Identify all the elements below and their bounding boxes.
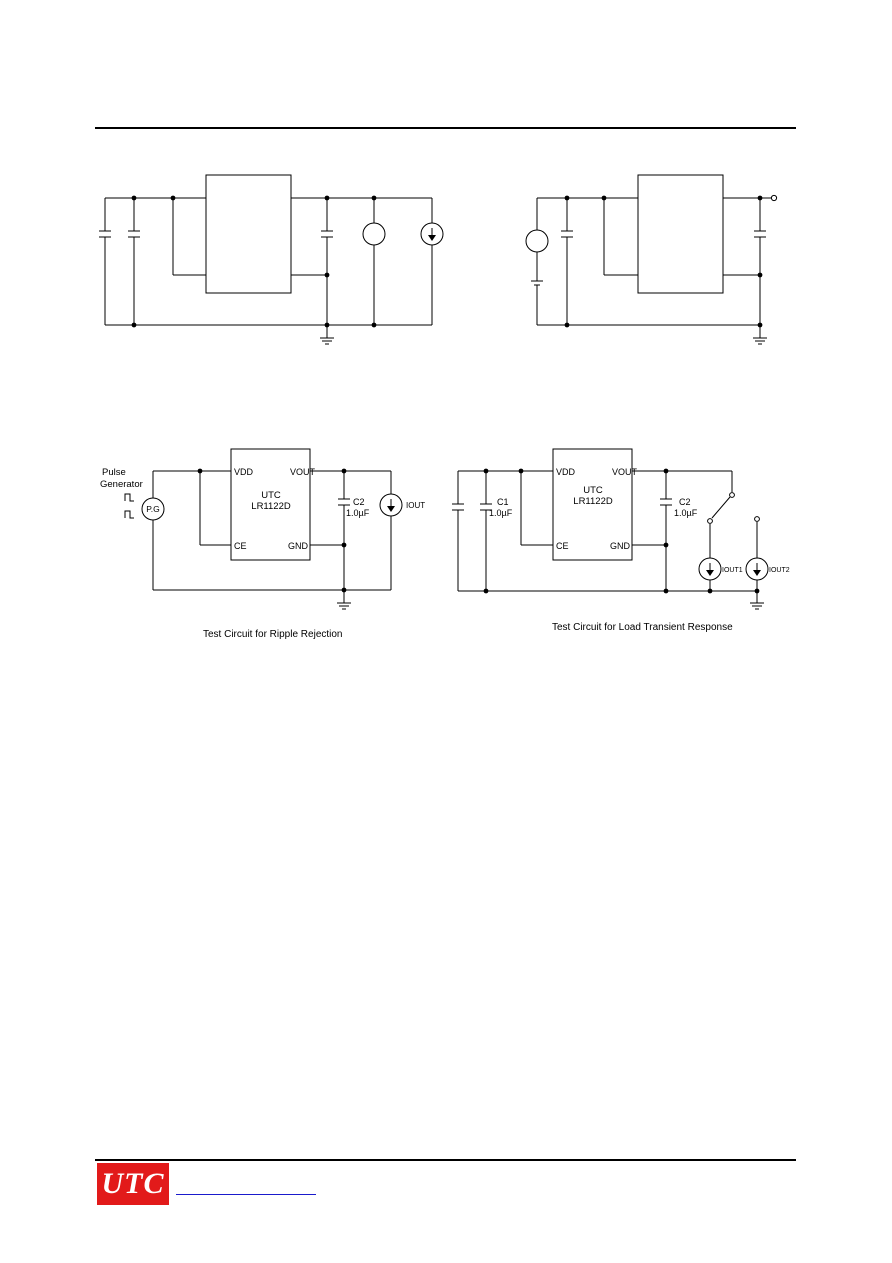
switch-arm <box>711 496 731 519</box>
pin-vdd: VDD <box>556 467 576 477</box>
ic-block <box>637 174 724 294</box>
ground-icon <box>337 602 351 610</box>
pin-vout: VOUT <box>290 467 316 477</box>
circuit-ripple-rejection: Pulse Generator P.G VDD VOUT UTC LR1122D… <box>100 448 425 610</box>
ground-icon <box>753 337 767 345</box>
pin-ce: CE <box>234 541 247 551</box>
load1-label: IOUT1 <box>722 567 743 574</box>
pin-gnd: GND <box>288 541 309 551</box>
pulse-wave-icon <box>124 493 134 502</box>
header-rule <box>95 127 796 129</box>
utc-logo: UTC <box>97 1163 169 1205</box>
cap-name: C2 <box>353 497 365 507</box>
cap2-value: 1.0µF <box>674 508 698 518</box>
ic-lr1122d <box>230 448 311 561</box>
caption-load-transient: Test Circuit for Load Transient Response <box>552 622 733 633</box>
switch-contact <box>707 518 713 524</box>
ic-name: UTC <box>261 490 281 501</box>
meter-circle <box>362 222 386 246</box>
caption-ripple-rejection: Test Circuit for Ripple Rejection <box>203 629 343 640</box>
pulse-wave-icon <box>124 510 134 519</box>
pg-label: P.G <box>146 504 160 514</box>
ground-icon <box>750 602 764 610</box>
pin-gnd: GND <box>610 541 631 551</box>
schematics: Pulse Generator P.G VDD VOUT UTC LR1122D… <box>99 174 790 610</box>
cap-value: 1.0µF <box>346 508 370 518</box>
switch-contact <box>754 516 760 522</box>
cap1-value: 1.0µF <box>489 508 513 518</box>
circuit-load-transient: C1 1.0µF VDD VOUT UTC LR1122D CE GND C2 … <box>452 448 790 610</box>
voltage-source-circle <box>525 229 549 253</box>
load2-label: IOUT2 <box>769 567 790 574</box>
ic-name: UTC <box>583 485 603 496</box>
ic-lr1122d <box>552 448 633 561</box>
cap1-name: C1 <box>497 497 509 507</box>
generator-label: Pulse <box>102 467 126 478</box>
circuit-top-left <box>99 174 444 345</box>
switch-contact <box>729 492 735 498</box>
load-label: IOUT <box>406 501 425 510</box>
footer-rule <box>95 1159 796 1161</box>
cap2-name: C2 <box>679 497 691 507</box>
ground-icon <box>320 337 334 345</box>
pin-vout: VOUT <box>612 467 638 477</box>
circuit-top-right <box>525 174 778 345</box>
generator-label: Generator <box>100 479 143 490</box>
ic-part: LR1122D <box>251 501 291 512</box>
pin-ce: CE <box>556 541 569 551</box>
footer-link-underline[interactable] <box>176 1194 316 1195</box>
pin-vdd: VDD <box>234 467 254 477</box>
ic-block <box>205 174 292 294</box>
ic-part: LR1122D <box>573 496 613 507</box>
output-terminal <box>770 194 778 202</box>
